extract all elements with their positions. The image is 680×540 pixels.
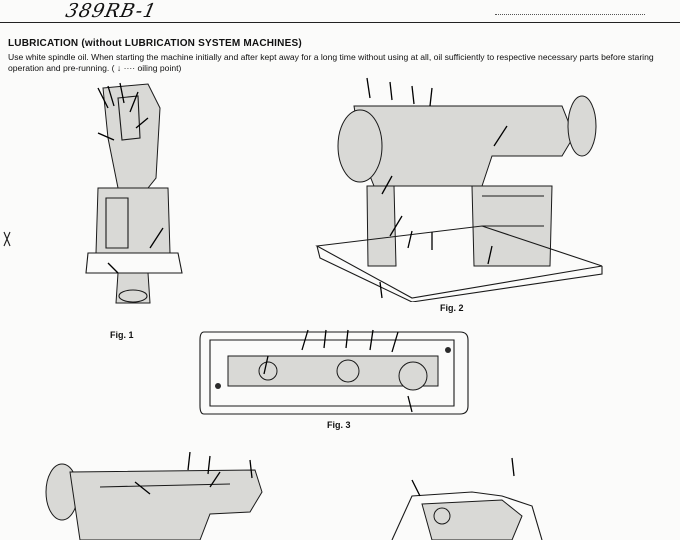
bottom-left-illustration <box>45 452 263 540</box>
header-rule <box>0 22 680 23</box>
fig2-illustration <box>315 77 603 302</box>
fig1-illustration <box>85 82 183 304</box>
bottom-right-illustration <box>391 457 543 540</box>
faint-dotted-mark <box>495 8 645 15</box>
section-title: LUBRICATION (without LUBRICATION SYSTEM … <box>8 38 302 49</box>
fig2-caption: Fig. 2 <box>440 303 464 313</box>
lubrication-instructions: Use white spindle oil. When starting the… <box>8 52 654 73</box>
margin-mark <box>3 231 11 247</box>
fig3-illustration <box>199 329 469 415</box>
fig1-caption: Fig. 1 <box>110 330 134 340</box>
fig3-caption: Fig. 3 <box>327 420 351 430</box>
handwritten-model-note: 389RB-1 <box>63 0 159 22</box>
